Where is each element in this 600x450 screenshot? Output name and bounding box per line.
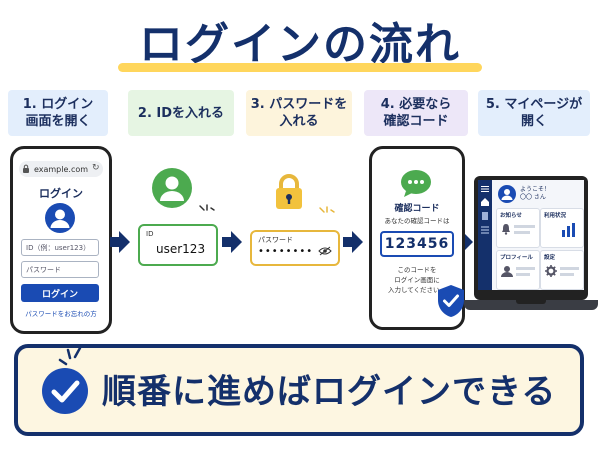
- sparkle-icon: [319, 206, 335, 213]
- bar-chart-icon: [562, 223, 575, 237]
- verification-phone: 確認コード あなたの確認コードは 123456 このコードを ログイン画面に 入…: [369, 146, 465, 330]
- id-input[interactable]: ID（例：user123）: [21, 239, 99, 256]
- step-5-label: 5. マイページが 開く: [478, 90, 590, 136]
- document-icon[interactable]: [481, 212, 489, 220]
- password-field-value: ••••••••: [258, 246, 314, 257]
- verification-subtitle: あなたの確認コードは: [384, 217, 450, 225]
- password-field-label: パスワード: [258, 236, 293, 244]
- url-bar: example.com: [19, 161, 103, 177]
- laptop-base: [464, 300, 598, 310]
- mypage-sidebar: [478, 180, 492, 290]
- step-3-label: 3. パスワードを 入れる: [246, 90, 352, 136]
- home-icon[interactable]: [481, 198, 489, 206]
- burst-icon: [58, 346, 82, 366]
- step-4-label: 4. 必要なら 確認コード: [364, 90, 468, 136]
- mypage-screen: ようこそ！ 〇〇 さん お知らせ 利用状況 プロフィール: [478, 180, 584, 290]
- page-title: ログインの流れ: [139, 19, 461, 70]
- sparkle-icon: [199, 204, 215, 211]
- forgot-password-link[interactable]: パスワードをお忘れの方: [25, 310, 97, 318]
- reload-icon: ↻: [92, 163, 100, 173]
- step-2-label: 2. IDを入れる: [128, 90, 234, 136]
- avatar-icon: [45, 203, 75, 233]
- login-phone: example.com ↻ ログイン ID（例：user123） パスワード ロ…: [10, 146, 112, 334]
- card-notifications[interactable]: お知らせ: [496, 208, 540, 248]
- id-field-value: user123: [156, 242, 206, 256]
- password-input[interactable]: パスワード: [21, 261, 99, 278]
- menu-icon[interactable]: [481, 186, 489, 192]
- arrow-right-icon: [343, 231, 363, 253]
- title-highlight: [118, 63, 482, 72]
- shield-check-icon: [438, 285, 464, 317]
- verification-instruction: このコードを ログイン画面に 入力してください。: [387, 266, 447, 294]
- banner-text: 順番に進めばログインできる: [102, 372, 557, 412]
- laptop-notch: [516, 300, 546, 304]
- list-icon[interactable]: [481, 226, 489, 234]
- step-1-label: 1. ログイン 画面を開く: [8, 90, 108, 136]
- url-text: example.com: [33, 164, 89, 174]
- arrow-right-icon: [110, 231, 130, 253]
- message-bubble-icon: [401, 170, 431, 197]
- check-circle-icon: [42, 368, 88, 414]
- login-button[interactable]: ログイン: [21, 284, 99, 302]
- summary-banner: 順番に進めばログインできる: [14, 344, 584, 436]
- lock-icon: [276, 174, 302, 209]
- card-profile[interactable]: プロフィール: [496, 250, 540, 290]
- card-usage[interactable]: 利用状況: [540, 208, 584, 248]
- url-lock-icon: [23, 164, 29, 173]
- person-icon: [501, 266, 513, 277]
- laptop-screen: ようこそ！ 〇〇 さん お知らせ 利用状況 プロフィール: [474, 176, 588, 300]
- login-heading: ログイン: [39, 187, 83, 200]
- card-settings[interactable]: 設定: [540, 250, 584, 290]
- bell-icon: [502, 224, 510, 235]
- verification-title: 確認コード: [394, 204, 440, 214]
- eye-off-icon[interactable]: [318, 246, 332, 256]
- user-icon: [152, 168, 192, 208]
- id-field-label: ID: [146, 230, 154, 238]
- welcome-text: ようこそ！ 〇〇 さん: [520, 186, 551, 201]
- gear-icon: [545, 265, 557, 277]
- id-field[interactable]: ID user123: [138, 224, 218, 266]
- avatar-icon: [498, 185, 516, 203]
- verification-code: 123456: [380, 231, 454, 257]
- password-field[interactable]: パスワード ••••••••: [250, 230, 340, 266]
- arrow-right-icon: [222, 231, 242, 253]
